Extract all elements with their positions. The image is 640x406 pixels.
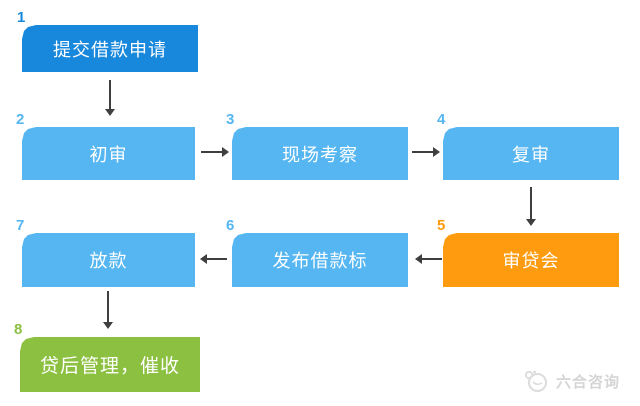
flow-step-site-inspection: 现场考察 [232,127,408,180]
step-number-badge: 1 [17,9,26,26]
flow-step-label: 贷后管理，催收 [39,356,180,377]
step-number-badge: 2 [16,111,25,128]
flow-step-label: 发布借款标 [272,251,368,271]
flow-step-initial-review: 初审 [22,127,195,180]
flow-step-publish-listing: 发布借款标 [232,233,408,287]
step-number-badge: 4 [437,111,446,128]
arrow-right-icon [412,147,440,157]
arrow-down-icon [103,291,113,329]
step-number-badge: 6 [226,217,235,234]
flow-step-post-loan-management: 贷后管理，催收 [20,337,200,392]
flow-step-label: 初审 [89,144,128,165]
flow-step-submit-application: 提交借款申请 [22,25,198,72]
arrow-down-icon [105,80,115,116]
flow-step-disbursement: 放款 [22,233,195,287]
step-number-badge: 8 [14,321,23,338]
watermark: 六合咨询 [523,368,620,394]
arrow-right-icon [201,147,229,157]
arrow-down-icon [526,187,536,226]
flow-step-label: 审贷会 [502,251,560,271]
liuhe-swirl-logo-icon [523,368,549,394]
flow-step-label: 放款 [89,251,128,271]
watermark-text: 六合咨询 [555,373,620,391]
step-number-badge: 7 [16,217,25,234]
flow-step-loan-committee: 审贷会 [443,233,619,287]
flow-step-label: 现场考察 [282,144,358,165]
arrow-left-icon [200,254,227,264]
step-number-badge: 3 [226,111,235,128]
flow-step-re-review: 复审 [443,127,619,180]
flow-step-label: 提交借款申请 [53,39,167,60]
step-number-badge: 5 [437,217,446,234]
arrow-left-icon [415,254,442,264]
flow-step-label: 复审 [512,144,550,165]
